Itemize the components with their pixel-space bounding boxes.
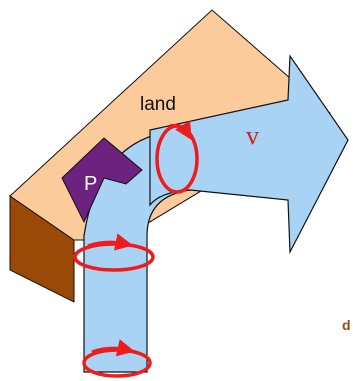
rotation-ring-middle-head [87, 233, 133, 251]
parcel-label: P [84, 173, 97, 195]
circular-arrow-icon [73, 120, 199, 378]
rotation-ring-bottom-head [91, 339, 135, 357]
edge-fragment-label: d [342, 317, 351, 333]
parcel: P [61, 137, 143, 224]
rotation-ring-arrow-head [169, 120, 192, 141]
velocity-label: v [246, 121, 259, 150]
parcel-arrow-shape [61, 137, 143, 224]
land-label: land [140, 94, 176, 115]
